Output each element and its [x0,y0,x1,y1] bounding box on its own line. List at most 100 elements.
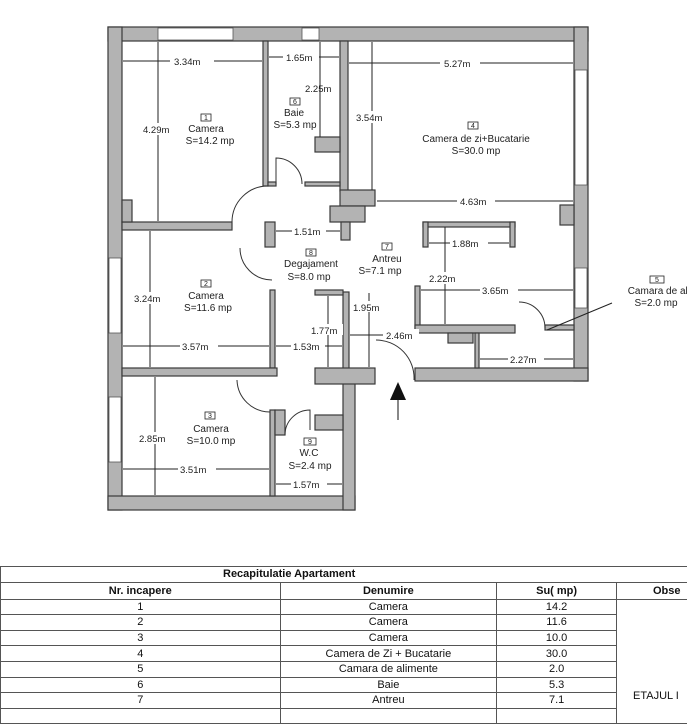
col-header: Denumire [280,582,497,599]
dim-label: 2.46m [386,331,412,342]
svg-text:S=30.0 mp: S=30.0 mp [452,146,501,157]
svg-text:1: 1 [204,115,208,122]
cell: 3 [1,630,281,646]
summary-table: Recapitulatie Apartament Nr. incapere De… [0,566,687,724]
dim-label: 3.34m [174,57,200,68]
room-6-label: 6 Baie S=5.3 mp [273,98,317,131]
cell: 7 [1,693,281,709]
cell: 5.3 [497,677,617,693]
cell: 10.0 [497,630,617,646]
svg-text:S=11.6 mp: S=11.6 mp [184,303,232,314]
svg-text:Camera: Camera [188,291,224,302]
svg-text:3: 3 [208,413,212,420]
svg-text:4: 4 [471,123,475,130]
room-5-label: 5 Camara de alim S=2.0 mp [628,276,687,309]
col-header: Su( mp) [497,582,617,599]
cell: Antreu [280,693,497,709]
room-8-label: 8 Degajament S=8.0 mp [284,249,338,283]
svg-text:S=14.2 mp: S=14.2 mp [186,136,235,147]
room-1-label: 1 Camera S=14.2 mp [186,114,235,147]
dim-label: 2.27m [510,355,536,366]
dim-label: 5.27m [444,59,470,70]
cell: 11.6 [497,615,617,631]
svg-text:S=8.0 mp: S=8.0 mp [287,272,331,283]
col-header: Nr. incapere [1,582,281,599]
cell [280,708,497,724]
dim-label: 3.54m [356,113,382,124]
cell: 30.0 [497,646,617,662]
dim-label: 1.51m [294,227,320,238]
svg-text:Degajament: Degajament [284,259,338,270]
svg-text:7: 7 [385,244,389,251]
cell: Baie [280,677,497,693]
table-title: Recapitulatie Apartament [1,567,687,583]
table-row [1,708,687,724]
room-2-label: 2 Camera S=11.6 mp [184,280,232,314]
svg-text:S=7.1 mp: S=7.1 mp [358,266,402,277]
svg-text:5: 5 [655,277,659,284]
cell: Camera [280,630,497,646]
floor-plan: 3.34m 1.65m 5.27m 2.25m 4.29m 3.54m 4.63… [0,0,687,560]
table-header-row: Nr. incapere Denumire Su( mp) Obse [1,582,687,599]
svg-text:Camera de zi+Bucatarie: Camera de zi+Bucatarie [422,134,530,145]
svg-text:2: 2 [204,281,208,288]
cell [497,708,617,724]
dim-label: 3.57m [182,342,208,353]
dim-label: 3.24m [134,294,160,305]
svg-text:Camara de alim: Camara de alim [628,286,687,297]
dim-label: 1.77m [311,326,337,337]
cell: 7.1 [497,693,617,709]
walls [108,27,588,510]
cell: Camera de Zi + Bucatarie [280,646,497,662]
svg-text:S=2.0 mp: S=2.0 mp [634,298,678,309]
room-3-label: 3 Camera S=10.0 mp [187,412,236,447]
cell: Camera [280,599,497,615]
col-header: Obse [617,582,687,599]
cell: Camera [280,615,497,631]
dim-label: 2.85m [139,434,165,445]
svg-text:Camera: Camera [193,424,229,435]
observation-cell: ETAJUL I [617,599,687,724]
dim-label: 4.29m [143,125,169,136]
svg-text:Camera: Camera [188,124,224,135]
dim-label: 2.25m [305,84,331,95]
svg-text:Baie: Baie [284,108,304,119]
cell: 4 [1,646,281,662]
room-9-label: 9 W.C S=2.4 mp [288,438,332,472]
svg-text:W.C: W.C [300,448,319,459]
cell: 2.0 [497,661,617,677]
table-title-row: Recapitulatie Apartament [1,567,687,583]
room-4-label: 4 Camera de zi+Bucatarie S=30.0 mp [422,122,530,157]
cell: 1 [1,599,281,615]
cell: Camara de alimente [280,661,497,677]
room-7-label: 7 Antreu S=7.1 mp [358,243,402,277]
svg-text:S=10.0 mp: S=10.0 mp [187,436,236,447]
svg-text:S=2.4 mp: S=2.4 mp [288,461,332,472]
dim-label: 1.53m [293,342,319,353]
cell: 14.2 [497,599,617,615]
svg-text:S=5.3 mp: S=5.3 mp [273,120,317,131]
svg-text:9: 9 [308,439,312,446]
cell: 6 [1,677,281,693]
cell [1,708,281,724]
svg-text:Antreu: Antreu [372,254,401,265]
cell: 2 [1,615,281,631]
dim-label: 1.57m [293,480,319,491]
dim-label: 3.51m [180,465,206,476]
dim-label: 1.65m [286,53,312,64]
dim-label: 1.88m [452,239,478,250]
dim-label: 1.95m [353,303,379,314]
dim-label: 4.63m [460,197,486,208]
svg-text:8: 8 [309,250,313,257]
dim-label: 2.22m [429,274,455,285]
entrance-arrow-icon [390,382,406,420]
cell: 5 [1,661,281,677]
dim-label: 3.65m [482,286,508,297]
svg-text:6: 6 [293,99,297,106]
